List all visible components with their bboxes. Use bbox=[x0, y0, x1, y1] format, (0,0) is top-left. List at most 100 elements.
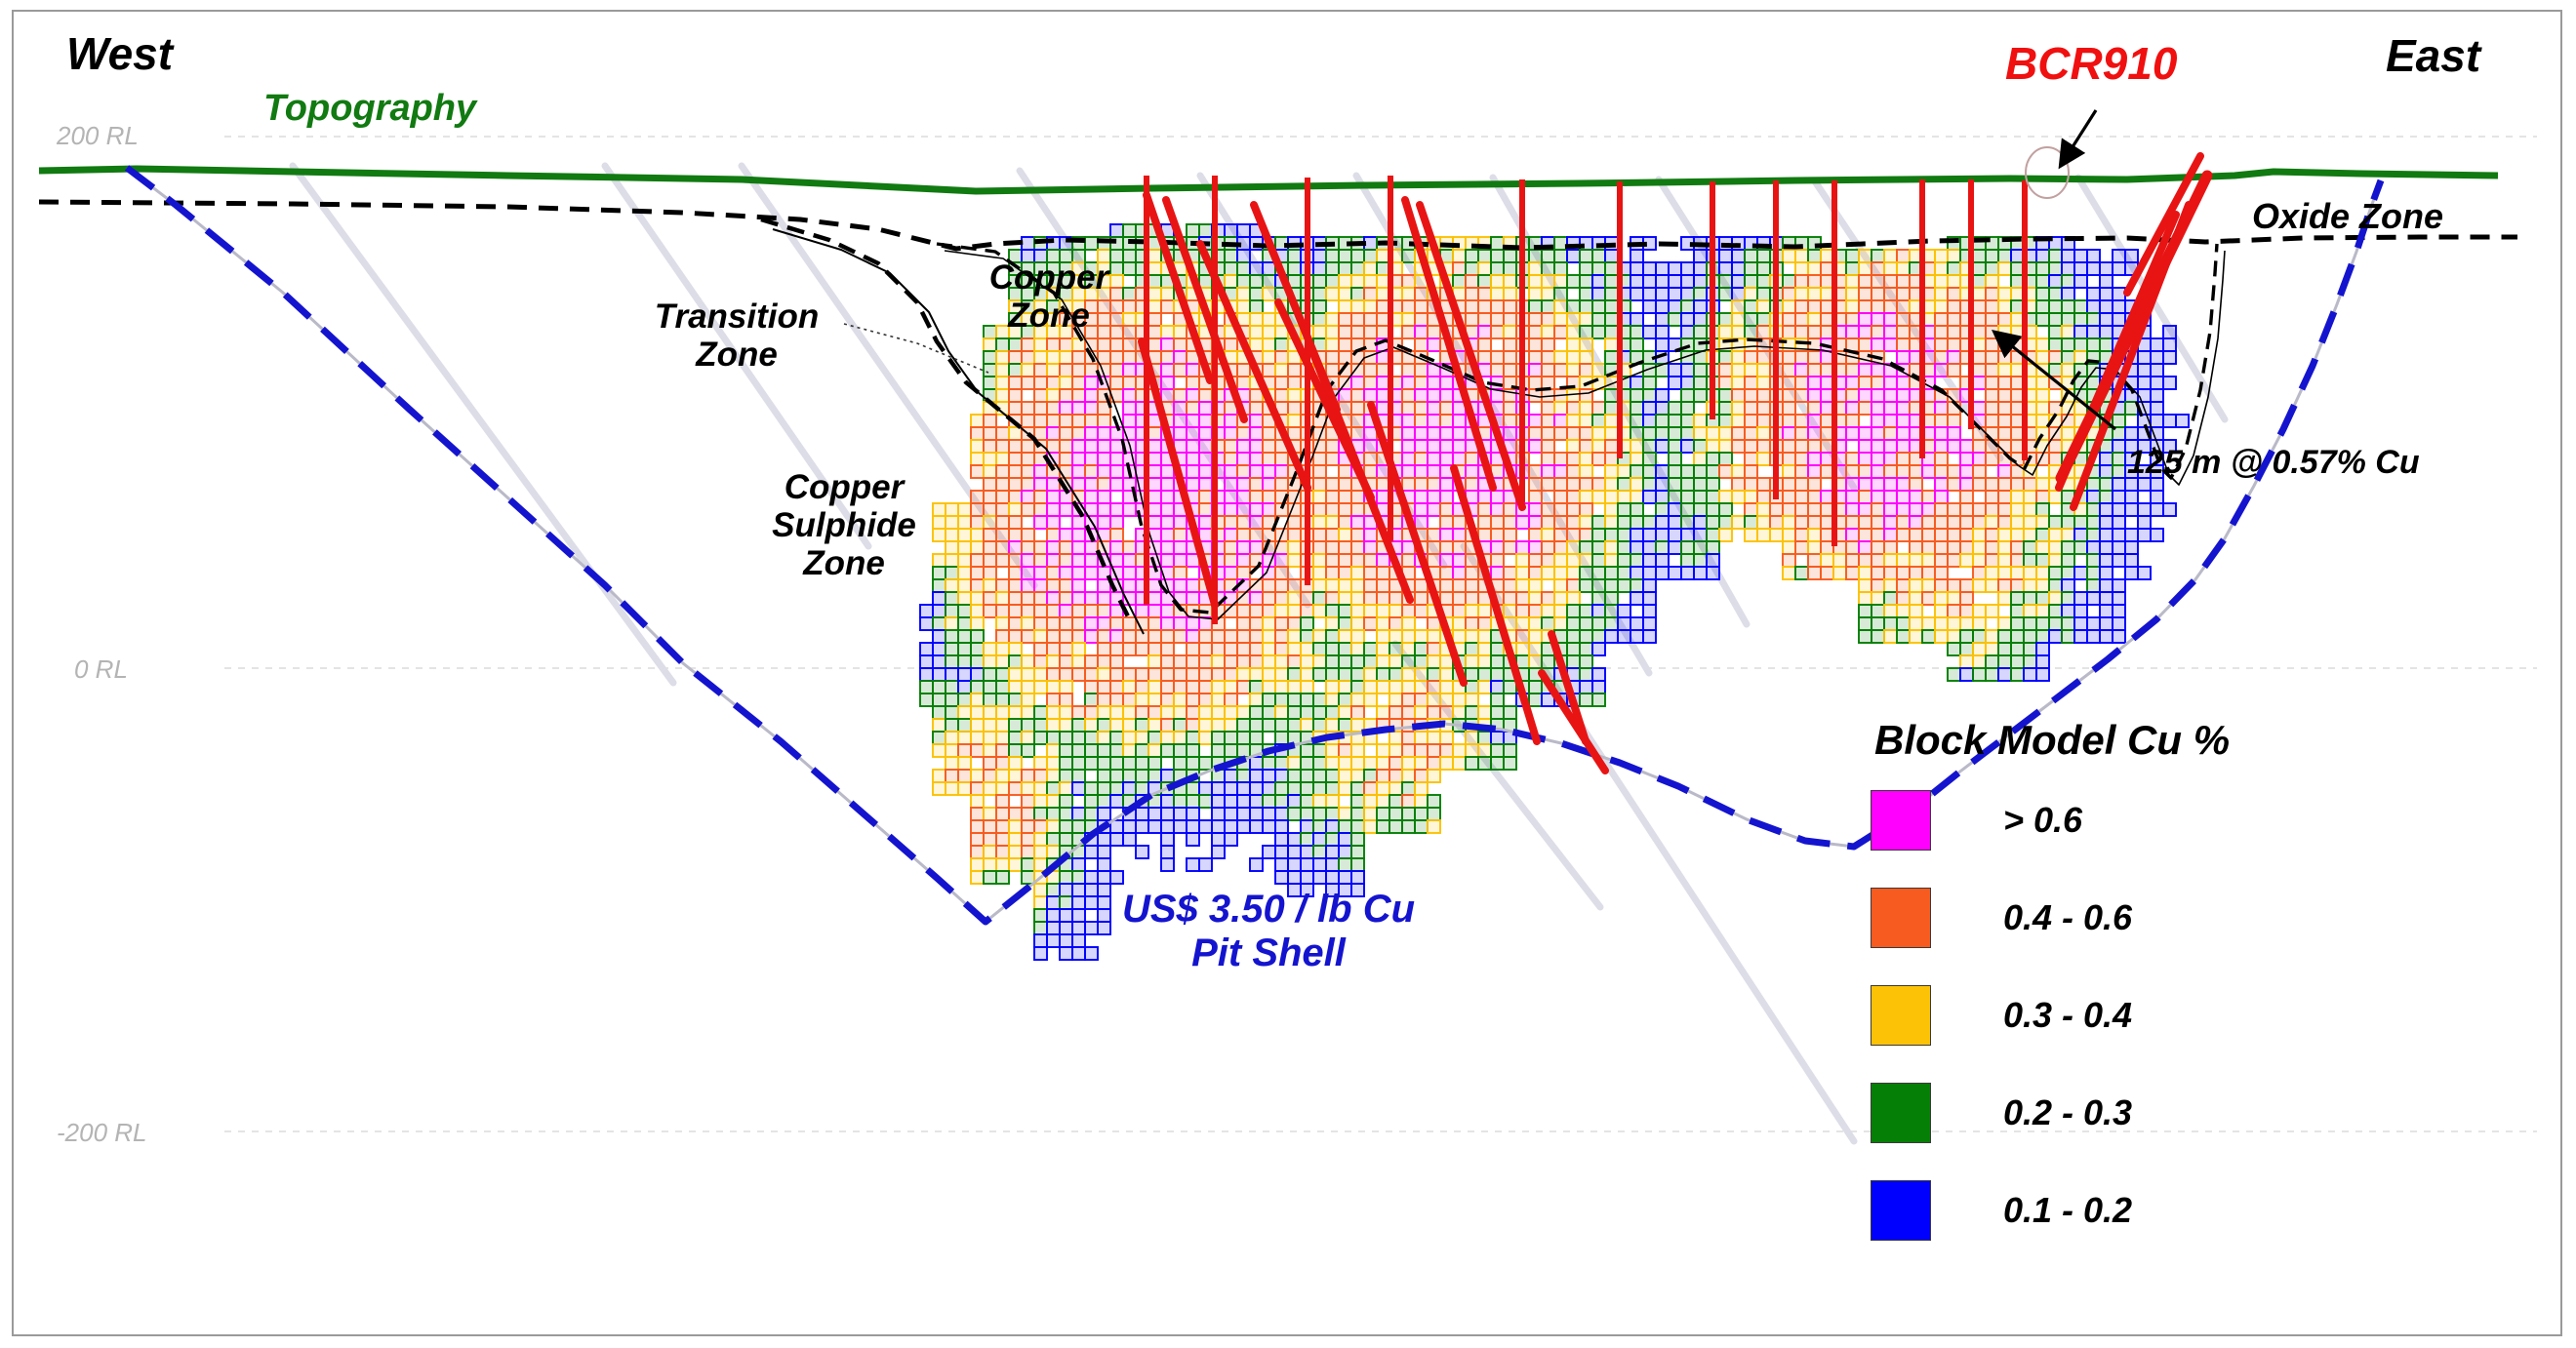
block-cell bbox=[1845, 452, 1860, 466]
block-cell bbox=[2112, 477, 2126, 492]
block-cell bbox=[1249, 299, 1264, 314]
block-cell bbox=[2099, 591, 2113, 606]
block-cell bbox=[1541, 401, 1555, 416]
block-cell bbox=[1959, 616, 1974, 631]
block-cell bbox=[1794, 464, 1809, 479]
block-cell bbox=[1541, 414, 1555, 428]
block-cell bbox=[1122, 832, 1137, 847]
block-cell bbox=[1147, 591, 1162, 606]
block-cell bbox=[1059, 807, 1073, 821]
block-cell bbox=[1249, 604, 1264, 618]
block-cell bbox=[1427, 680, 1441, 694]
block-cell bbox=[1706, 477, 1720, 492]
block-cell bbox=[1566, 464, 1581, 479]
block-cell bbox=[995, 629, 1010, 644]
block-cell bbox=[1312, 540, 1327, 555]
block-cell bbox=[957, 705, 972, 720]
block-cell bbox=[1591, 325, 1606, 339]
block-cell bbox=[1693, 464, 1708, 479]
block-cell bbox=[1579, 388, 1593, 403]
block-cell bbox=[2023, 604, 2037, 618]
block-cell bbox=[1236, 616, 1251, 631]
block-cell bbox=[1845, 553, 1860, 568]
block-cell bbox=[1312, 325, 1327, 339]
block-cell bbox=[1160, 464, 1175, 479]
block-cell bbox=[1630, 566, 1644, 580]
block-cell bbox=[1427, 540, 1441, 555]
block-cell bbox=[1794, 274, 1809, 289]
block-cell bbox=[1997, 287, 2012, 301]
drill-trace-faint bbox=[289, 162, 677, 687]
block-cell bbox=[983, 807, 997, 821]
block-cell bbox=[1300, 667, 1314, 682]
block-cell bbox=[2035, 388, 2050, 403]
block-cell bbox=[1528, 591, 1543, 606]
block-cell bbox=[1363, 439, 1378, 454]
block-cell bbox=[1566, 515, 1581, 530]
block-cell bbox=[1642, 426, 1657, 441]
block-cell bbox=[1439, 667, 1454, 682]
block-cell bbox=[1871, 414, 1885, 428]
rl-tick-0: 0 RL bbox=[74, 654, 128, 684]
block-cell bbox=[1655, 401, 1670, 416]
block-cell bbox=[1782, 363, 1796, 377]
block-cell bbox=[1236, 642, 1251, 656]
block-cell bbox=[1338, 566, 1352, 580]
block-cell bbox=[1579, 274, 1593, 289]
block-cell bbox=[970, 718, 985, 733]
block-cell bbox=[2023, 540, 2037, 555]
block-cell bbox=[1211, 781, 1226, 796]
block-cell bbox=[1630, 388, 1644, 403]
block-cell bbox=[1325, 604, 1340, 618]
block-cell bbox=[1033, 819, 1048, 834]
block-cell bbox=[1414, 819, 1429, 834]
block-cell bbox=[1896, 426, 1911, 441]
block-cell bbox=[1135, 642, 1149, 656]
block-cell bbox=[2099, 287, 2113, 301]
block-cell bbox=[1731, 299, 1746, 314]
block-cell bbox=[2061, 325, 2075, 339]
block-cell bbox=[1084, 756, 1099, 771]
block-cell bbox=[1249, 667, 1264, 682]
block-cell bbox=[1858, 337, 1872, 352]
block-cell bbox=[1439, 654, 1454, 669]
block-cell bbox=[1084, 363, 1099, 377]
block-cell bbox=[1630, 312, 1644, 327]
block-cell bbox=[1959, 528, 1974, 542]
block-cell bbox=[1642, 616, 1657, 631]
block-cell bbox=[1782, 502, 1796, 517]
block-cell bbox=[1198, 857, 1213, 872]
block-cell bbox=[1997, 528, 2012, 542]
block-cell bbox=[1046, 705, 1061, 720]
block-cell bbox=[1363, 363, 1378, 377]
block-cell bbox=[1198, 642, 1213, 656]
block-cell bbox=[1236, 654, 1251, 669]
drillhole-inclined bbox=[1416, 201, 1526, 511]
block-cell bbox=[995, 426, 1010, 441]
block-cell bbox=[1883, 414, 1898, 428]
block-cell bbox=[983, 642, 997, 656]
block-cell bbox=[1414, 490, 1429, 504]
block-cell bbox=[1503, 515, 1517, 530]
block-cell bbox=[1021, 452, 1035, 466]
block-cell bbox=[1249, 781, 1264, 796]
block-cell bbox=[1858, 287, 1872, 301]
block-cell bbox=[1845, 287, 1860, 301]
block-cell bbox=[1135, 680, 1149, 694]
block-cell bbox=[1566, 249, 1581, 263]
block-cell bbox=[1756, 363, 1771, 377]
block-cell bbox=[970, 680, 985, 694]
block-cell bbox=[1414, 401, 1429, 416]
block-cell bbox=[1706, 452, 1720, 466]
block-cell bbox=[1909, 540, 1923, 555]
block-cell bbox=[1160, 731, 1175, 745]
block-cell bbox=[1858, 452, 1872, 466]
block-cell bbox=[1452, 274, 1467, 289]
block-cell bbox=[1794, 540, 1809, 555]
block-cell bbox=[1947, 312, 1961, 327]
block-cell bbox=[1782, 477, 1796, 492]
block-cell bbox=[1997, 553, 2012, 568]
block-cell bbox=[957, 781, 972, 796]
block-cell bbox=[1515, 591, 1530, 606]
block-cell bbox=[1122, 363, 1137, 377]
